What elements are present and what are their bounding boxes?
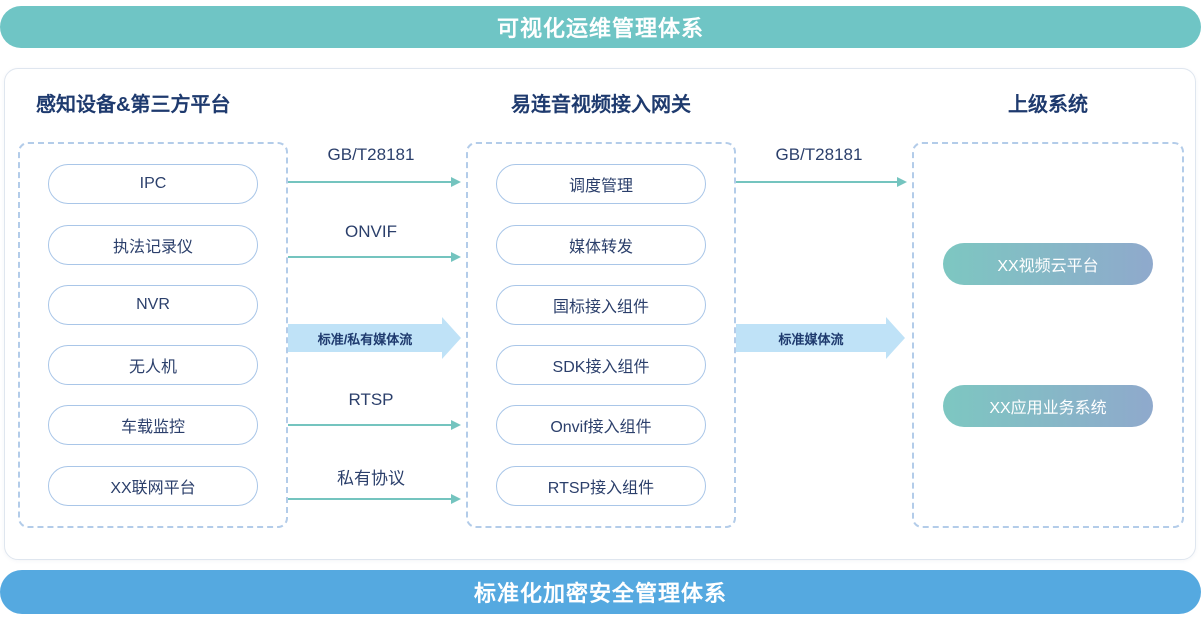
flow-label-gbt28181-right: GB/T28181 bbox=[775, 145, 863, 164]
device-item-network-platform: XX联网平台 bbox=[48, 465, 258, 506]
device-item-ipc: IPC bbox=[48, 164, 258, 205]
bottom-banner-label: 标准化加密安全管理体系 bbox=[473, 581, 727, 606]
flow-label-rtsp: RTSP bbox=[348, 390, 394, 409]
upper-column-title: 上级系统 bbox=[1008, 94, 1088, 116]
arrow-standard-private-media-stream: 标准/私有媒体流 bbox=[288, 317, 461, 359]
devices-column-title: 感知设备&第三方平台 bbox=[36, 94, 231, 116]
gateway-item-gb-access: 国标接入组件 bbox=[496, 284, 706, 325]
flow-label-gbt28181-left: GB/T28181 bbox=[327, 145, 415, 164]
upper-group: XX视频云平台 XX应用业务系统 bbox=[912, 142, 1184, 528]
arrow-standard-media-stream: 标准媒体流 bbox=[736, 317, 905, 359]
gateway-item-sdk-access: SDK接入组件 bbox=[496, 345, 706, 386]
bottom-banner: 标准化加密安全管理体系 bbox=[0, 570, 1201, 614]
gateway-item-onvif-access: Onvif接入组件 bbox=[496, 405, 706, 446]
flow-label-private-protocol: 私有协议 bbox=[337, 469, 405, 488]
device-item-nvr: NVR bbox=[48, 284, 258, 325]
arrow-gbt28181-right bbox=[736, 177, 907, 187]
device-item-body-camera: 执法记录仪 bbox=[48, 224, 258, 265]
upper-item-video-cloud: XX视频云平台 bbox=[943, 243, 1153, 286]
arrow-onvif bbox=[288, 252, 461, 262]
device-item-vehicle-monitor: 车载监控 bbox=[48, 405, 258, 446]
flow-label-onvif: ONVIF bbox=[345, 222, 397, 241]
gateway-group: 调度管理 媒体转发 国标接入组件 SDK接入组件 Onvif接入组件 RTSP接… bbox=[466, 142, 736, 528]
devices-group: IPC 执法记录仪 NVR 无人机 车载监控 XX联网平台 bbox=[18, 142, 288, 528]
arrow-gbt28181-left bbox=[288, 177, 461, 187]
arrow-private-protocol bbox=[288, 494, 461, 504]
gateway-item-media-forward: 媒体转发 bbox=[496, 224, 706, 265]
top-banner-label: 可视化运维管理体系 bbox=[496, 16, 704, 41]
device-item-drone: 无人机 bbox=[48, 345, 258, 386]
gateway-column-title: 易连音视频接入网关 bbox=[511, 94, 691, 116]
arrow-rtsp bbox=[288, 420, 461, 430]
gateway-item-rtsp-access: RTSP接入组件 bbox=[496, 465, 706, 506]
top-banner: 可视化运维管理体系 bbox=[0, 6, 1201, 48]
upper-item-app-business: XX应用业务系统 bbox=[943, 384, 1153, 427]
gateway-item-dispatch: 调度管理 bbox=[496, 164, 706, 205]
